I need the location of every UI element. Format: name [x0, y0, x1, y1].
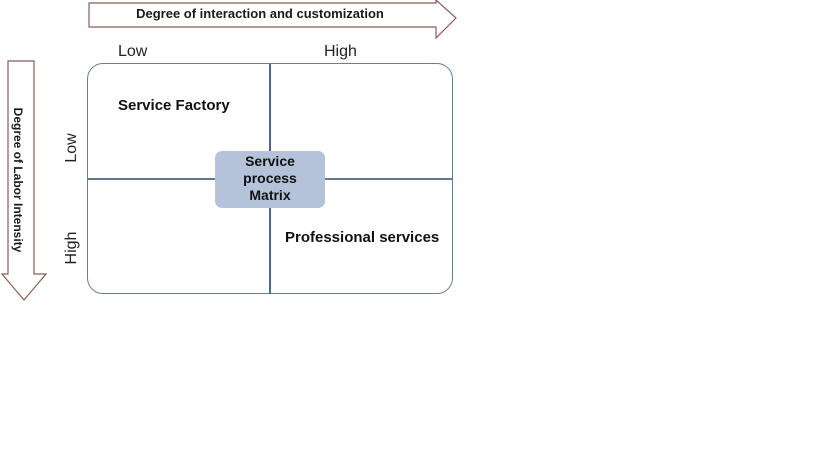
vertical-axis-title: Degree of Labor Intensity — [11, 107, 25, 253]
center-title-box: Service process Matrix — [215, 151, 325, 208]
quadrant-bottom-right-label: Professional services — [285, 229, 440, 246]
vertical-axis-high-label: High — [63, 231, 80, 265]
vertical-arrow-shape — [0, 60, 48, 301]
horizontal-axis-high-label: High — [324, 43, 357, 60]
center-title-line-1: Service — [245, 153, 295, 169]
horizontal-axis-title: Degree of interaction and customization — [136, 6, 384, 21]
horizontal-arrow-shape — [88, 0, 457, 40]
quadrant-top-left-label: Service Factory — [118, 97, 230, 114]
vertical-axis-low-label: Low — [63, 133, 80, 163]
center-title-line-2: process — [243, 170, 297, 186]
center-title-line-3: Matrix — [249, 187, 291, 203]
horizontal-axis-low-label: Low — [118, 43, 148, 60]
